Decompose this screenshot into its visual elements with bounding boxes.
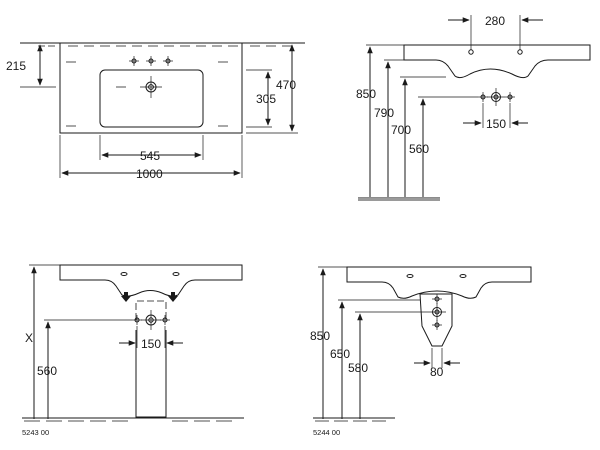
dim-850-label: 850 bbox=[356, 87, 376, 101]
dim-305-label: 305 bbox=[256, 92, 276, 106]
dim-560-label: 560 bbox=[409, 142, 429, 156]
fitting-connections-icon bbox=[428, 294, 446, 330]
model-code: 5244 00 bbox=[313, 428, 340, 437]
tap-hole-icon bbox=[140, 76, 162, 98]
dim-280-label: 280 bbox=[485, 14, 505, 28]
dim-580-label: 580 bbox=[348, 361, 368, 375]
tap-hole-marks bbox=[129, 56, 173, 66]
dim-1000-label: 1000 bbox=[136, 167, 163, 181]
dim-150-label: 150 bbox=[486, 117, 506, 131]
fitting-connections-icon bbox=[478, 88, 515, 106]
overflow-left-icon bbox=[406, 274, 414, 278]
basin-front-outline bbox=[403, 44, 591, 79]
dim-700-label: 700 bbox=[391, 123, 411, 137]
basin-front-outline bbox=[59, 264, 243, 297]
side-view: 280 850 790 700 560 150 bbox=[356, 14, 591, 201]
dim-150-label: 150 bbox=[141, 337, 161, 351]
top-view: 215 470 305 545 1000 bbox=[6, 42, 305, 181]
front-semi-pedestal-view: 850 650 580 80 5244 00 bbox=[310, 266, 532, 437]
dim-215-label: 215 bbox=[6, 59, 26, 73]
front-pedestal-view: X 560 150 5243 00 bbox=[22, 264, 244, 437]
dim-650-label: 650 bbox=[330, 347, 350, 361]
dim-545-label: 545 bbox=[140, 149, 160, 163]
dim-x-label: X bbox=[25, 331, 33, 345]
pedestal-outline bbox=[135, 330, 167, 418]
overflow-left-icon bbox=[120, 272, 128, 276]
dim-850-label: 850 bbox=[310, 329, 330, 343]
semi-pedestal-outline bbox=[419, 293, 453, 347]
dim-80-label: 80 bbox=[430, 365, 444, 379]
model-code: 5243 00 bbox=[22, 428, 49, 437]
pedestal-hidden-line bbox=[135, 300, 167, 320]
overflow-right-icon bbox=[172, 272, 180, 276]
dim-560-label: 560 bbox=[37, 364, 57, 378]
floor-hatch bbox=[358, 198, 440, 201]
dim-470-label: 470 bbox=[276, 78, 296, 92]
overflow-right-icon bbox=[459, 274, 467, 278]
centre-marks bbox=[66, 61, 228, 127]
bowl-outline bbox=[99, 69, 204, 128]
basin-front-outline bbox=[346, 266, 532, 299]
down-arrows-icon bbox=[121, 292, 178, 302]
fitting-connections-icon bbox=[132, 310, 170, 330]
dim-790-label: 790 bbox=[374, 106, 394, 120]
